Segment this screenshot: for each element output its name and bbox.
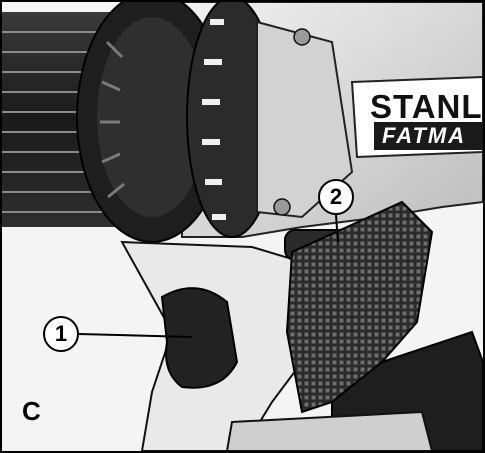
brand-name: STANLE [370, 88, 483, 125]
callout-2-slider: 2 [318, 179, 354, 215]
chuck [2, 2, 228, 243]
callout-2-leader [335, 214, 339, 243]
brand-subname: FATMA [382, 123, 467, 148]
callout-1-leader [78, 333, 193, 338]
torque-collar [186, 2, 278, 238]
callout-1-trigger: 1 [43, 316, 79, 352]
figure-letter: C [22, 396, 41, 426]
battery-base [225, 410, 434, 451]
screw [293, 28, 311, 46]
screw [273, 198, 291, 216]
trigger-shape [160, 287, 239, 389]
brand-band [374, 122, 483, 150]
